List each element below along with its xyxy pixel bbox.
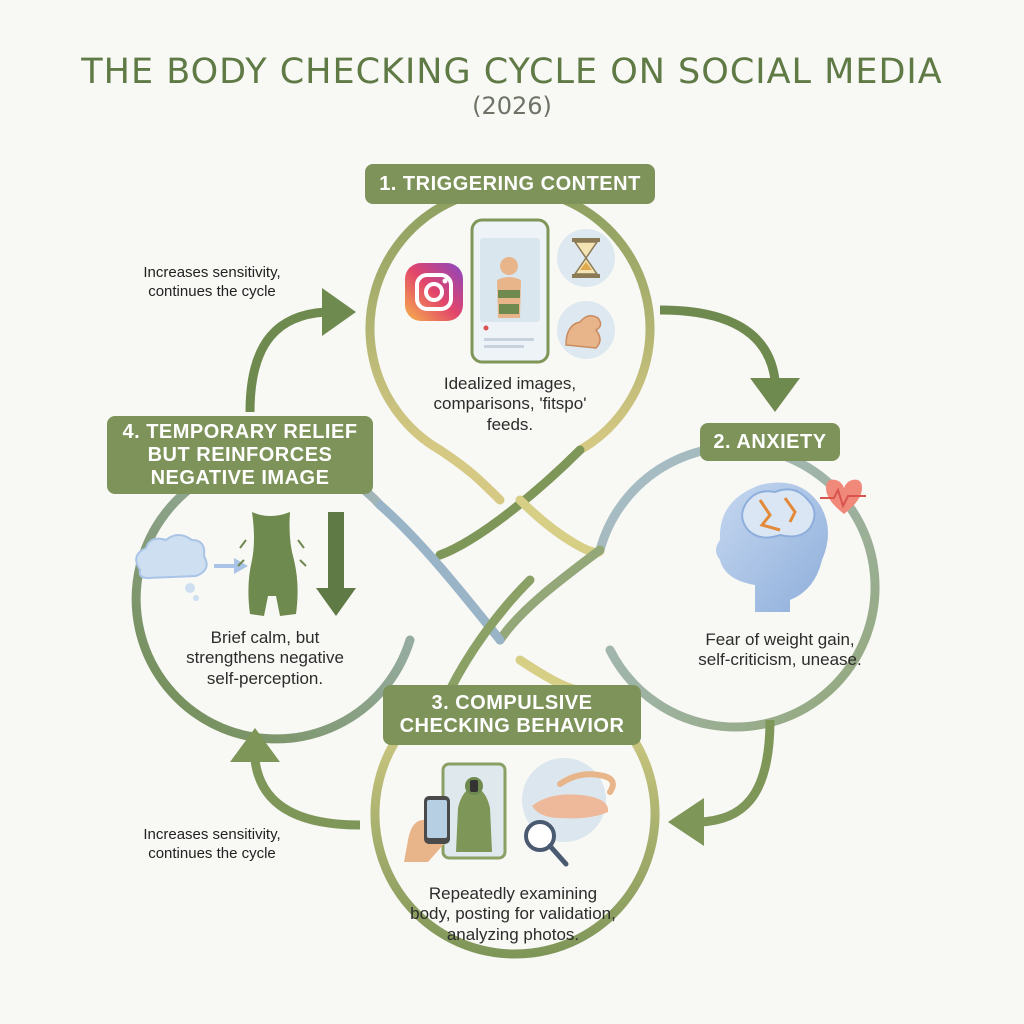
ring-anxiety bbox=[595, 442, 880, 732]
stage-2-label: 2. ANXIETY bbox=[700, 423, 840, 461]
arrow-right-to-bottom bbox=[668, 719, 775, 846]
magnifier-pinch-icon bbox=[522, 758, 616, 867]
phone-selfie-icon bbox=[470, 218, 550, 364]
note-bottom-left: Increases sensitivity, continues the cyc… bbox=[143, 826, 281, 862]
heart-pulse-icon bbox=[820, 479, 866, 514]
hourglass-icon bbox=[557, 229, 615, 287]
page-title: THE BODY CHECKING CYCLE ON SOCIAL MEDIA bbox=[81, 52, 943, 92]
mirror-selfie-icon bbox=[441, 762, 507, 860]
stage-4-description: Brief calm, but strengthens negative sel… bbox=[186, 628, 344, 688]
note-top-left: Increases sensitivity, continues the cyc… bbox=[143, 264, 281, 300]
stage-1-description: Idealized images, comparisons, 'fitspo' … bbox=[433, 374, 587, 434]
cross-connectors bbox=[375, 445, 605, 695]
thought-cloud-icon bbox=[135, 534, 248, 601]
down-arrow-icon bbox=[316, 512, 356, 616]
body-silhouette-icon bbox=[237, 512, 307, 616]
ring-relief bbox=[131, 454, 415, 744]
arrow-top-to-right bbox=[659, 305, 800, 412]
hand-phone-icon bbox=[404, 796, 450, 862]
instagram-logo-icon bbox=[405, 263, 463, 321]
flexed-arm-icon bbox=[557, 301, 615, 359]
stage-1-label: 1. TRIGGERING CONTENT bbox=[365, 164, 655, 204]
head-brain-icon bbox=[716, 482, 829, 612]
page-subtitle: (2026) bbox=[472, 92, 552, 120]
stage-2-description: Fear of weight gain, self-criticism, une… bbox=[698, 630, 862, 670]
arrow-left-to-top bbox=[245, 288, 356, 413]
stage-4-label: 4. TEMPORARY RELIEF BUT REINFORCES NEGAT… bbox=[107, 416, 373, 494]
stage-3-description: Repeatedly examining body, posting for v… bbox=[410, 884, 616, 944]
stage-3-label: 3. COMPULSIVE CHECKING BEHAVIOR bbox=[383, 685, 641, 745]
ring-checking bbox=[370, 685, 660, 959]
arrow-bottom-to-left bbox=[230, 728, 361, 830]
